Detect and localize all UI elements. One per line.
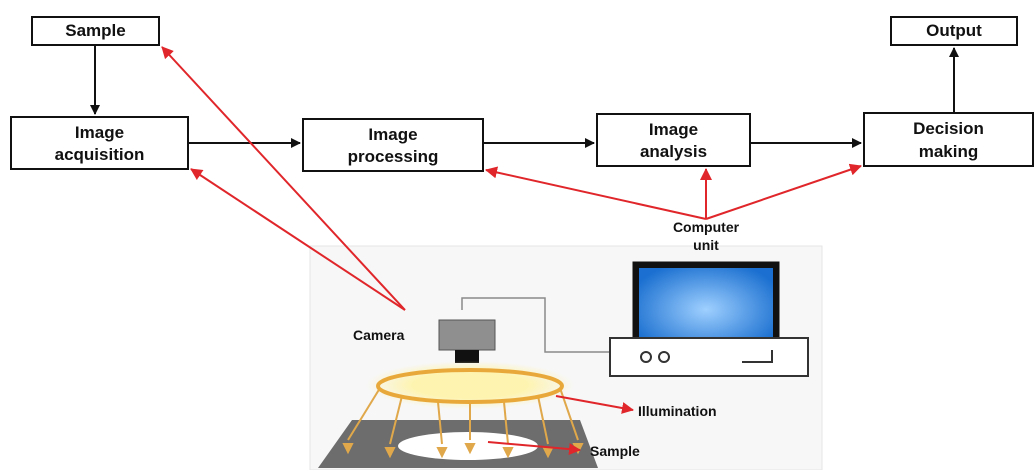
image-acquisition-label-line1: Image	[75, 123, 124, 142]
decision-making-box: Decision making	[863, 112, 1034, 167]
camera-icon	[438, 319, 496, 363]
sample-box-label: Sample	[65, 21, 125, 40]
image-analysis-label-line2: analysis	[640, 142, 707, 161]
output-box: Output	[890, 16, 1018, 46]
red-arrow-camera-to-acquisition	[190, 168, 406, 311]
illumination-label: Illumination	[638, 403, 717, 419]
red-arrow-camera-to-sample	[161, 46, 406, 311]
camera-cable	[461, 297, 610, 353]
output-box-label: Output	[926, 21, 982, 40]
image-processing-box: Image processing	[302, 118, 484, 172]
decision-making-label-line2: making	[919, 142, 979, 161]
ring-light-icon	[376, 368, 564, 404]
red-arrow-computer-to-decision	[705, 163, 862, 220]
red-arrow-sample	[487, 441, 581, 456]
computer-unit-label-line2: unit	[693, 237, 719, 253]
image-acquisition-label-line2: acquisition	[55, 145, 145, 164]
sample-label: Sample	[590, 443, 640, 459]
computer-unit-label-line1: Computer	[673, 219, 740, 235]
red-arrow-computer-to-processing	[485, 166, 707, 220]
image-analysis-box: Image analysis	[596, 113, 751, 167]
computer-case	[609, 337, 809, 377]
image-analysis-label-line1: Image	[649, 120, 698, 139]
image-processing-label-line1: Image	[368, 125, 417, 144]
image-processing-label-line2: processing	[348, 147, 439, 166]
computer-icon	[609, 261, 809, 377]
camera-label: Camera	[353, 327, 405, 343]
image-acquisition-box: Image acquisition	[10, 116, 189, 170]
red-arrow-illumination	[555, 395, 634, 414]
decision-making-label-line1: Decision	[913, 119, 984, 138]
sample-box: Sample	[31, 16, 160, 46]
